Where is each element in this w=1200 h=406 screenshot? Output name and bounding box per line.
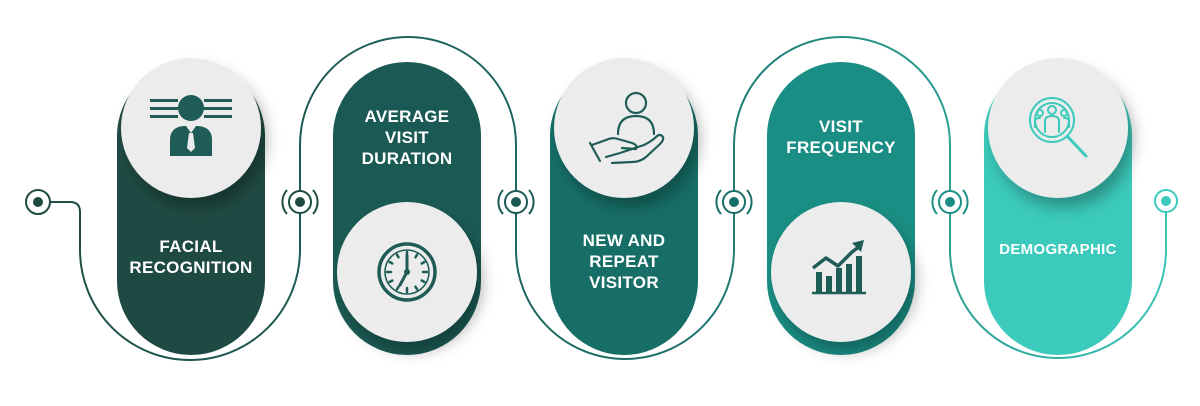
step-3-label-line: NEW AND	[582, 231, 666, 250]
step-3-label-line: REPEAT	[589, 252, 659, 271]
step-3-label: NEW AND REPEAT VISITOR	[549, 230, 699, 293]
step-4-label-line: FREQUENCY	[786, 138, 896, 157]
step-1-label: FACIAL RECOGNITION	[116, 236, 266, 278]
node-end	[1154, 189, 1178, 213]
step-4-label: VISIT FREQUENCY	[766, 116, 916, 158]
node-1	[281, 189, 319, 215]
node-4	[931, 189, 969, 215]
step-3-icon-circle	[554, 58, 694, 198]
clock-icon	[377, 242, 437, 302]
step-2-label-line: VISIT	[384, 128, 429, 147]
step-2-label-line: AVERAGE	[364, 107, 450, 126]
step-2-label-line: DURATION	[361, 149, 453, 168]
step-4-label-line: VISIT	[818, 117, 863, 136]
step-5-label: DEMOGRAPHIC	[983, 240, 1133, 259]
step-3-label-line: VISITOR	[589, 273, 659, 292]
step-1-label-line: FACIAL	[159, 237, 223, 256]
node-2	[497, 189, 535, 215]
node-start	[25, 189, 51, 215]
node-3	[715, 189, 753, 215]
connector-path	[40, 36, 1167, 361]
step-1-label-line: RECOGNITION	[129, 258, 253, 277]
step-5-label-line: DEMOGRAPHIC	[999, 241, 1117, 258]
group-search-icon	[1029, 97, 1088, 158]
hand-user-icon	[588, 91, 665, 165]
growth-chart-icon	[811, 240, 866, 295]
businessman-icon	[150, 95, 232, 156]
step-2-label: AVERAGE VISIT DURATION	[332, 106, 482, 169]
